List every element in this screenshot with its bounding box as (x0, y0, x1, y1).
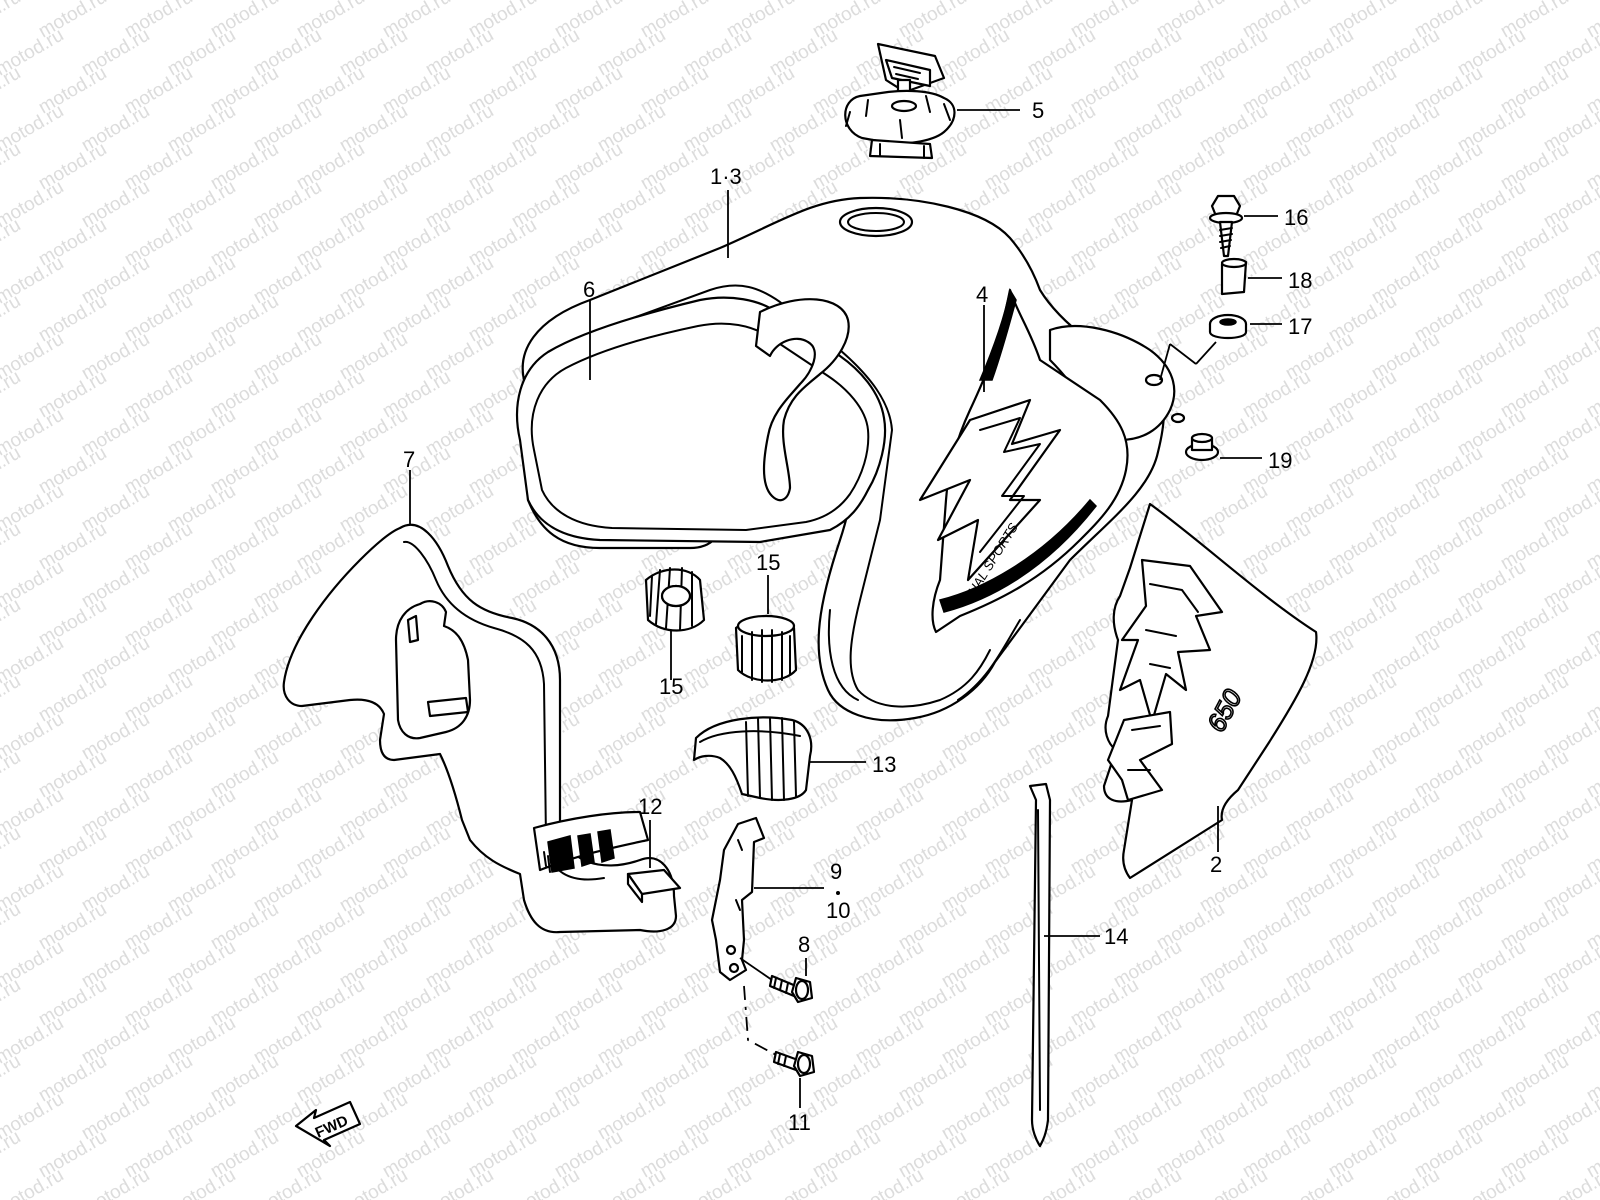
watermark-text: motod.ru (1110, 1165, 1185, 1200)
watermark-text: motod.ru (0, 519, 24, 575)
watermark-text: motod.ru (0, 1051, 24, 1107)
callout-9: 9 (830, 859, 842, 884)
callout-7: 7 (403, 447, 415, 472)
callout-9-10-dot (836, 891, 840, 895)
watermark-text: motod.ru (0, 291, 24, 347)
callout-2: 2 (1210, 852, 1222, 877)
leader-17-axis-b (1169, 343, 1197, 365)
watermark-text: motod.ru (0, 975, 24, 1031)
callout-15a: 15 (659, 674, 683, 699)
callout-15b: 15 (756, 550, 780, 575)
bolt-8 (768, 974, 814, 1004)
watermark-text: motod.ru (766, 1165, 841, 1200)
leader-17-axis (1195, 341, 1217, 365)
watermark-text: motod.ru (1196, 1165, 1271, 1200)
watermark-text: motod.ru (0, 215, 24, 271)
callout-8: 8 (798, 932, 810, 957)
callout-1-3: 1·3 (710, 164, 742, 189)
cushion-15-left (644, 567, 706, 632)
fuel-cap (844, 42, 956, 160)
callout-4: 4 (976, 282, 988, 307)
cushion-13 (692, 716, 813, 801)
watermark-text: motod.ru (0, 671, 24, 727)
grommet-19 (1184, 432, 1220, 462)
watermark-text: motod.ru (0, 63, 24, 119)
watermark-text: motod.ru (0, 1127, 24, 1183)
callout-18: 18 (1288, 268, 1312, 293)
watermark-text: motod.ru (250, 1165, 325, 1200)
watermark-text: motod.ru (0, 0, 24, 42)
watermark-text: motod.ru (78, 1165, 153, 1200)
watermark-text: motod.ru (1454, 1165, 1529, 1200)
pad-12 (626, 868, 682, 904)
collar-18 (1220, 257, 1248, 296)
callout-6: 6 (583, 277, 595, 302)
cushion-15-right (734, 614, 798, 683)
bracket-9-10 (710, 816, 766, 982)
tank-decal: DUAL SPORTS (918, 287, 1129, 634)
watermark-text: motod.ru (0, 899, 24, 955)
watermark-text: motod.ru (1282, 1165, 1357, 1200)
watermark-text: motod.ru (1024, 1165, 1099, 1200)
watermark-text: motod.ru (0, 443, 24, 499)
watermark-text: motod.ru (0, 1165, 67, 1200)
callout-10: 10 (826, 898, 850, 923)
watermark-text: motod.ru (0, 139, 24, 195)
watermark-text: motod.ru (422, 1165, 497, 1200)
bolt-11 (772, 1050, 816, 1078)
watermark-text: motod.ru (164, 1165, 239, 1200)
leader-8-axis (739, 957, 773, 981)
side-cover-7 (282, 523, 678, 934)
watermark-text: motod.ru (0, 595, 24, 651)
callout-16: 16 (1284, 205, 1308, 230)
callout-12: 12 (638, 794, 662, 819)
callout-11: 11 (788, 1110, 811, 1135)
watermark-text: motod.ru (0, 747, 24, 803)
callout-13: 13 (872, 752, 896, 777)
callout-5: 5 (1032, 98, 1044, 123)
watermark-text: motod.ru (680, 1165, 755, 1200)
callout-19: 19 (1268, 448, 1292, 473)
axis-11 (743, 985, 779, 1057)
watermark-text: motod.ru (594, 1165, 669, 1200)
watermark-text: motod.ru (336, 1165, 411, 1200)
band-14 (1028, 782, 1052, 1148)
watermark-text: motod.ru (852, 1165, 927, 1200)
bolt-16 (1208, 194, 1244, 258)
watermark-text: motod.ru (938, 1165, 1013, 1200)
side-decal-2: 650 (1102, 502, 1318, 880)
watermark-text: motod.ru (0, 367, 24, 423)
watermark-text: motod.ru (1368, 1165, 1443, 1200)
callout-14: 14 (1104, 924, 1128, 949)
leader-17-axis-c (1159, 343, 1171, 381)
callout-17: 17 (1288, 314, 1312, 339)
watermark-text: motod.ru (508, 1165, 583, 1200)
cushion-17 (1208, 313, 1248, 340)
watermark-text: motod.ru (0, 823, 24, 879)
